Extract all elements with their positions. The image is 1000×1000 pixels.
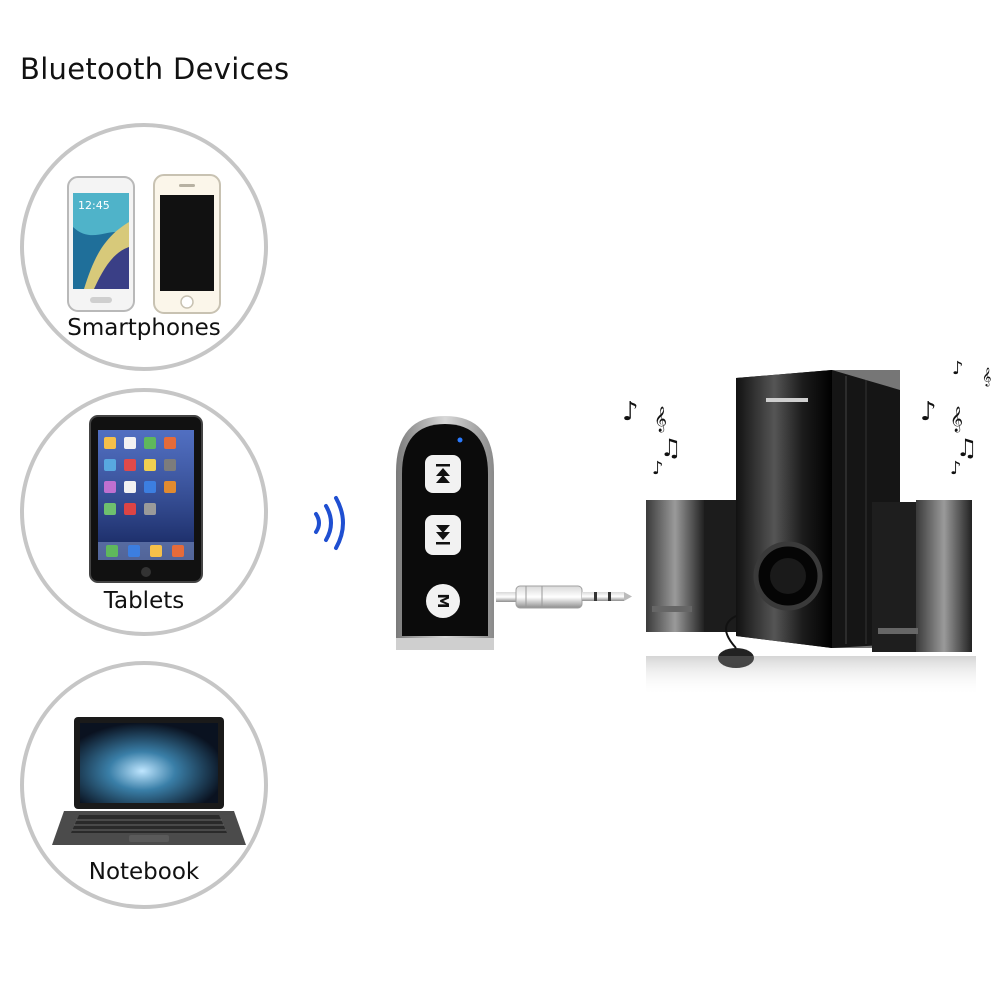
svg-text:♪: ♪ xyxy=(652,458,664,479)
svg-text:♫: ♫ xyxy=(956,434,978,462)
device-label-tablets: Tablets xyxy=(103,588,185,614)
svg-text:♪: ♪ xyxy=(622,397,639,427)
svg-text:12:45: 12:45 xyxy=(78,199,110,212)
music-notes-icon: ♪ 𝄞 ♫ ♪ ♪ 𝄞 ♫ ♪ ♪ 𝄞 xyxy=(622,358,991,479)
svg-text:♪: ♪ xyxy=(952,358,964,379)
mode-button[interactable]: M xyxy=(426,584,460,618)
page-title: Bluetooth Devices xyxy=(20,52,290,86)
audio-jack xyxy=(496,585,632,609)
svg-text:♫: ♫ xyxy=(660,434,682,462)
svg-text:♪: ♪ xyxy=(920,397,937,427)
device-circle-tablets: Tablets xyxy=(20,388,268,636)
speaker-system xyxy=(646,370,976,696)
tablet-icon xyxy=(89,415,203,583)
device-label-notebook: Notebook xyxy=(88,859,200,885)
bluetooth-signal-icon xyxy=(314,496,345,550)
device-label-smartphones: Smartphones xyxy=(67,315,221,341)
svg-text:𝄞: 𝄞 xyxy=(654,406,667,432)
device-circle-smartphones: 12:45 Smartphones xyxy=(20,123,268,371)
device-circle-notebook: Notebook xyxy=(20,661,268,909)
previous-track-icon xyxy=(436,464,450,483)
previous-track-button[interactable] xyxy=(425,455,461,493)
svg-text:𝄞: 𝄞 xyxy=(950,406,963,432)
svg-text:𝄞: 𝄞 xyxy=(982,367,991,387)
laptop-icon xyxy=(52,717,246,845)
next-track-button[interactable] xyxy=(425,515,461,555)
smartphones-icon: 12:45 xyxy=(67,174,221,314)
next-track-icon xyxy=(436,525,450,545)
svg-text:♪: ♪ xyxy=(950,458,962,479)
